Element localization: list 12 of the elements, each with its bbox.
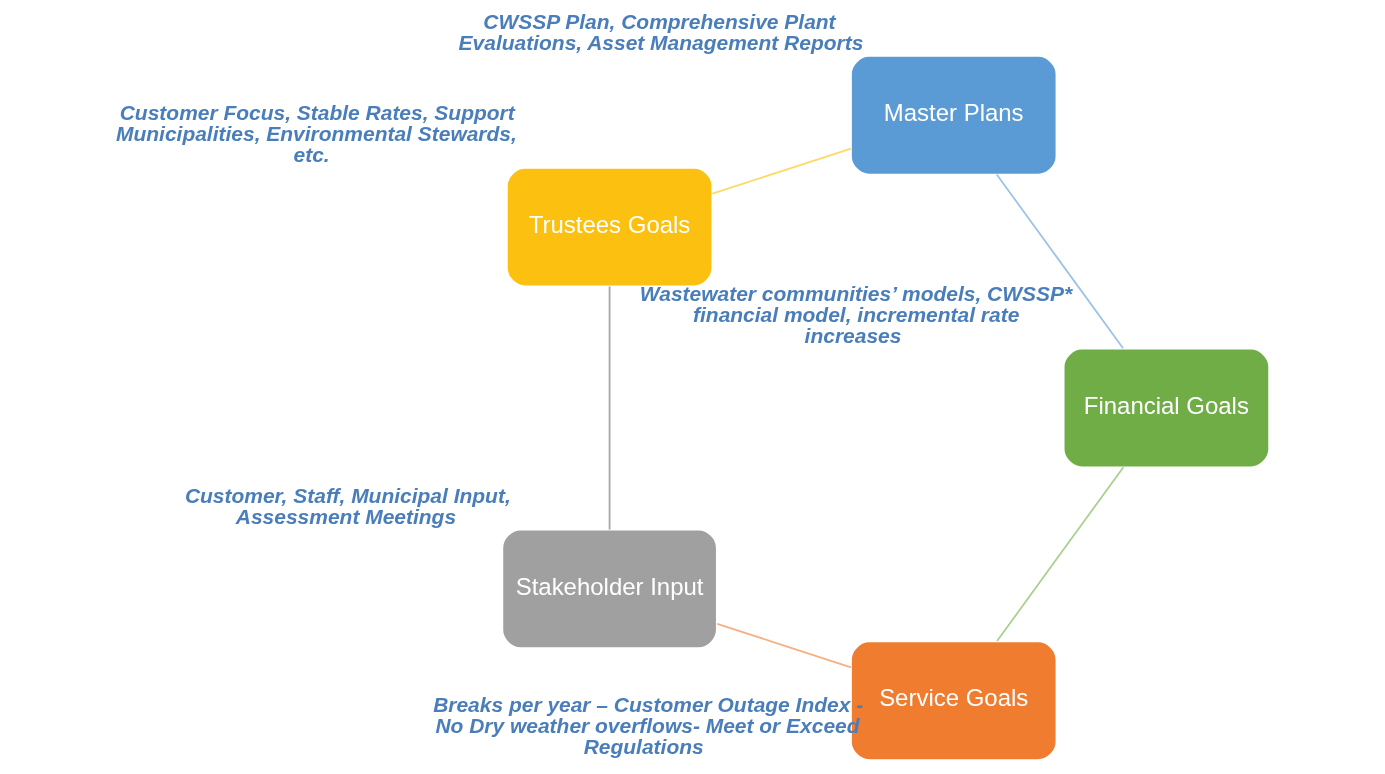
node-box: Trustees Goals: [506, 167, 713, 287]
node-box: Stakeholder Input: [501, 528, 718, 649]
node-label: Customer, Staff, Municipal Input, Assessment Meetings: [184, 484, 511, 529]
connector: [711, 147, 852, 195]
connector: [716, 622, 852, 669]
node-box: Master Plans: [850, 55, 1058, 176]
connector: [996, 466, 1125, 642]
node-label: Customer Focus, Stable Rates, Support Municipalities, Environmental Stewards, etc.: [115, 101, 517, 167]
node-label: CWSSP Plan, Comprehensive Plant Evaluations, Asset Management Reports: [458, 10, 864, 55]
connector: [995, 173, 1124, 350]
node-box: Financial Goals: [1063, 348, 1270, 468]
connector: [608, 285, 611, 531]
